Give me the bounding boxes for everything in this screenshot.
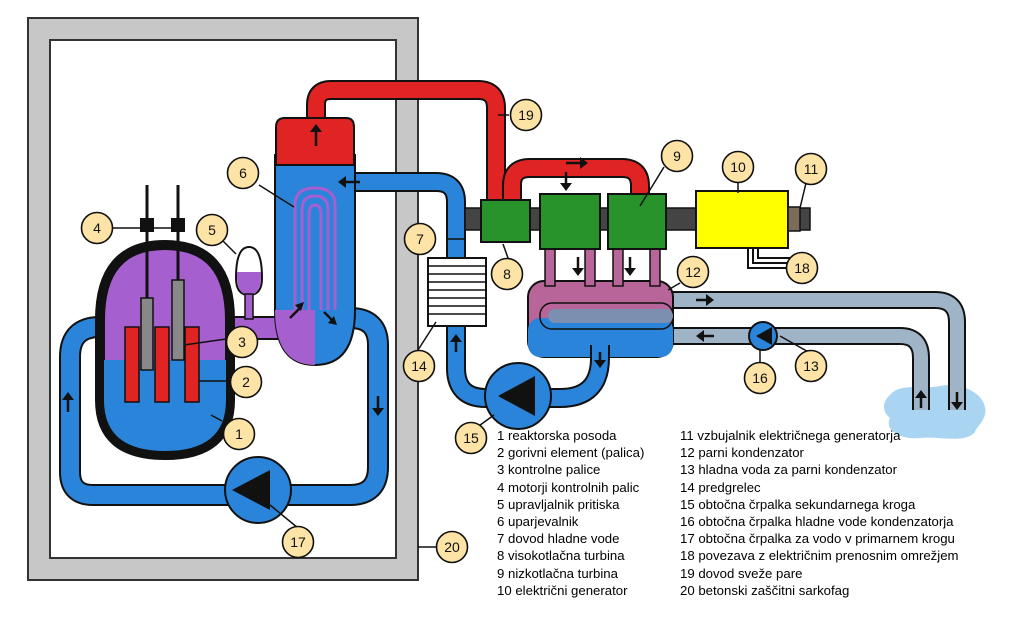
legend-item-17: 17 obtočna črpalka za vodo v primarnem k… [680,531,955,547]
flow-arrows [62,124,963,416]
callout-19: 19 [509,98,543,132]
legend-item-12: 12 parni kondenzator [680,445,804,461]
legend-right: 11 vzbujalnik električnega generatorja 1… [680,427,959,599]
svg-text:11: 11 [804,161,819,177]
callout-18: 18 [785,251,819,285]
legend-item-6: 6 uparjevalnik [497,514,579,530]
preheater [427,257,487,327]
callout-11: 11 [794,152,828,186]
legend-item-13: 13 hladna voda za parni kondenzator [680,462,898,478]
callout-8: 8 [490,257,524,291]
legend-item-10: 10 električni generator [497,582,628,598]
svg-text:3: 3 [238,334,246,350]
callout-10: 10 [721,150,755,184]
svg-text:6: 6 [239,165,247,181]
legend-item-11: 11 vzbujalnik električnega generatorja [680,428,901,443]
legend-item-9: 9 nizkotlačna turbina [497,565,618,581]
legend-item-7: 7 dovod hladne vode [497,531,620,547]
callout-20: 20 [435,530,469,564]
callout-9: 9 [660,139,694,173]
legend-item-4: 4 motorji kontrolnih palic [497,479,640,495]
legend-item-16: 16 obtočna črpalka hladne vode kondenzat… [680,514,954,530]
callout-1: 1 [222,417,256,451]
exciter [787,206,801,232]
svg-text:12: 12 [685,264,701,280]
legend-item-3: 3 kontrolne palice [497,462,601,478]
legend-item-8: 8 visokotlačna turbina [497,548,625,564]
steam-generator [274,117,356,367]
control-rods [140,185,185,371]
callout-badges: 1 2 3 4 5 6 7 8 9 10 11 12 13 14 15 16 1… [80,98,828,564]
callout-3: 3 [225,325,259,359]
lp-turbine-2 [607,193,667,250]
legend-item-2: 2 gorivni element (palica) [497,445,645,461]
callout-5: 5 [195,213,229,247]
legend-item-5: 5 upravljalnik pritiska [497,496,620,512]
callout-14: 14 [402,349,436,383]
fuel-rods [124,326,200,403]
svg-text:14: 14 [411,358,427,374]
callout-15: 15 [454,421,488,455]
legend-left: 1 reaktorska posoda 2 gorivni element (p… [497,427,644,599]
secondary-pump [484,362,552,430]
svg-text:5: 5 [208,222,216,238]
svg-text:9: 9 [673,148,681,164]
pressurizer [234,245,264,320]
legend-item-15: 15 obtočna črpalka sekundarnega kroga [680,496,916,512]
svg-text:18: 18 [794,260,810,276]
svg-text:8: 8 [503,266,511,282]
callout-16: 16 [743,361,777,395]
svg-text:4: 4 [93,220,101,236]
primary-pump [224,456,292,524]
generator [695,190,789,249]
legend-item-18: 18 povezava z električnim prenosnim omre… [680,548,959,564]
callout-2: 2 [229,365,263,399]
callout-7: 7 [403,222,437,256]
svg-text:20: 20 [444,539,460,555]
svg-text:1: 1 [235,426,243,442]
callout-6: 6 [226,156,260,190]
svg-text:17: 17 [290,534,306,550]
hp-turbine [480,199,531,243]
svg-text:2: 2 [242,374,250,390]
svg-text:13: 13 [803,358,819,374]
concrete-containment [27,17,419,581]
legend-item-14: 14 predgrelec [680,479,761,495]
lp-turbine-1 [539,193,601,250]
callout-4: 4 [80,211,114,245]
svg-text:15: 15 [463,430,479,446]
legend-item-20: 20 betonski zaščitni sarkofag [680,582,850,598]
legend-item-19: 19 dovod sveže pare [680,565,803,581]
svg-text:10: 10 [730,159,746,175]
svg-text:19: 19 [518,107,534,123]
svg-text:7: 7 [416,231,424,247]
grid-connection [747,248,790,269]
callout-13: 13 [794,349,828,383]
callout-12: 12 [676,255,710,289]
svg-text:16: 16 [752,370,768,386]
legend-item-1: 1 reaktorska posoda [497,428,617,443]
control-rod-motors [140,218,185,232]
callout-17: 17 [281,525,315,559]
